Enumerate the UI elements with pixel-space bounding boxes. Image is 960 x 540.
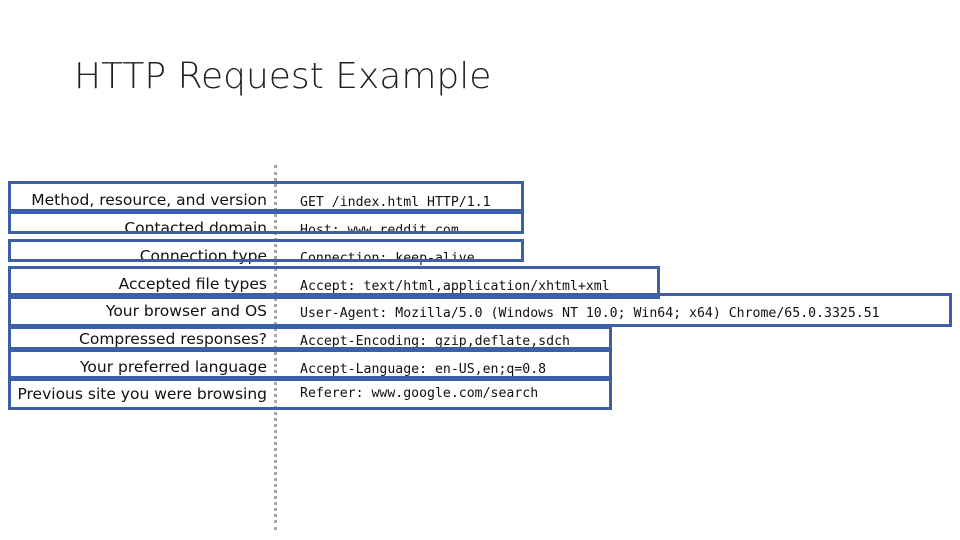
highlight-box-user-agent — [8, 293, 952, 327]
code-referer: Referer: www.google.com/search — [300, 386, 539, 401]
label-encoding: Compressed responses? — [79, 330, 267, 348]
label-method: Method, resource, and version — [31, 191, 267, 209]
highlight-box-language — [8, 349, 612, 379]
label-language: Your preferred language — [79, 358, 267, 376]
highlight-box-host — [8, 211, 524, 234]
code-method: GET /index.html HTTP/1.1 — [300, 195, 491, 210]
code-host: Host: www.reddit.com — [300, 223, 459, 238]
label-user-agent: Your browser and OS — [105, 302, 267, 320]
code-connection: Connection: keep-alive — [300, 251, 475, 266]
label-accept: Accepted file types — [118, 275, 267, 293]
highlight-box-accept — [8, 266, 660, 299]
label-referer: Previous site you were browsing — [17, 385, 267, 403]
page-title: HTTP Request Example — [74, 56, 492, 97]
code-accept: Accept: text/html,application/xhtml+xml — [300, 279, 610, 294]
highlight-box-referer — [8, 378, 612, 410]
code-user-agent: User-Agent: Mozilla/5.0 (Windows NT 10.0… — [300, 306, 880, 321]
code-encoding: Accept-Encoding: gzip,deflate,sdch — [300, 334, 570, 349]
highlight-box-connection — [8, 239, 524, 262]
highlight-box-method — [8, 181, 524, 212]
highlight-box-encoding — [8, 326, 612, 350]
code-language: Accept-Language: en-US,en;q=0.8 — [300, 362, 547, 377]
